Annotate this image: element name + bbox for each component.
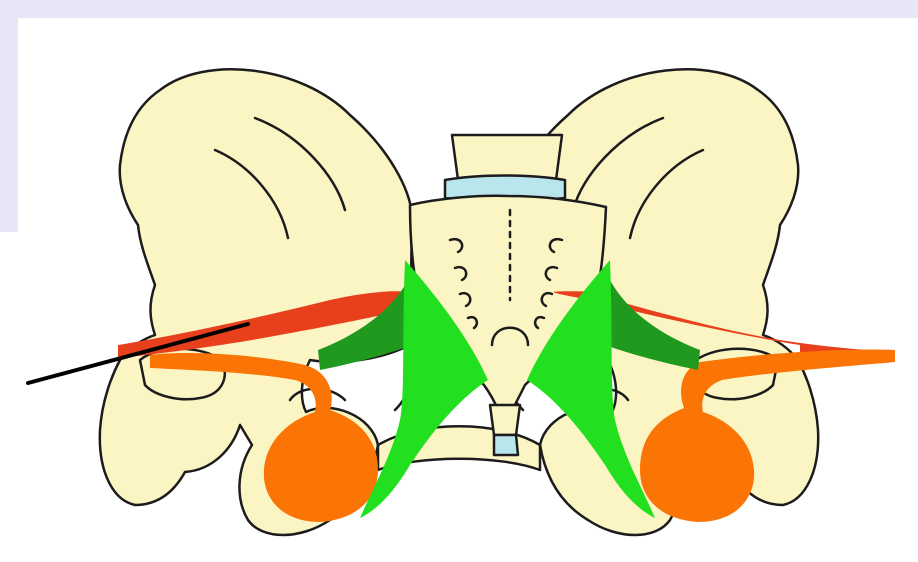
background-panel-left xyxy=(0,0,18,232)
coccyx-tip xyxy=(494,435,518,455)
lumbar-vertebra xyxy=(452,135,562,180)
coccyx xyxy=(490,405,520,435)
background-panel xyxy=(0,0,918,18)
